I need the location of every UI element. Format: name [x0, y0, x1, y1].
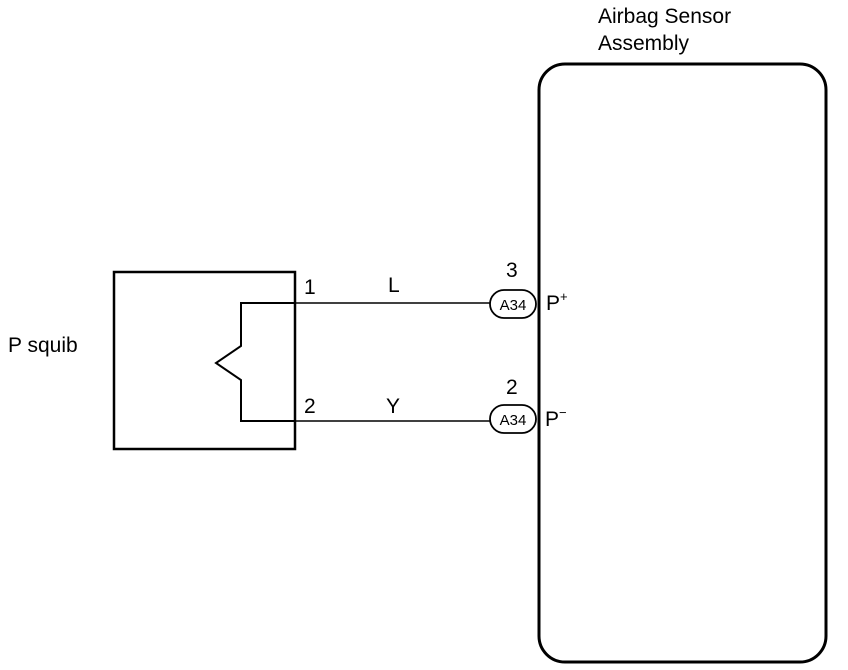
connector-a34-upper-label: A34 [500, 297, 527, 314]
squib-pin-2-label: 2 [304, 395, 316, 418]
sensor-pin-3-label: 3 [506, 259, 518, 282]
terminal-p-plus-label: P+ [546, 289, 568, 315]
wire-2-color-label: Y [386, 395, 400, 418]
sensor-assembly-label-line1: Airbag Sensor [598, 5, 731, 28]
connector-a34-lower-label: A34 [500, 412, 527, 429]
p-squib-label: P squib [8, 334, 78, 357]
sensor-assembly-label-line2: Assembly [598, 32, 690, 55]
terminal-p-minus-label: P− [545, 405, 567, 431]
squib-pin-1-label: 1 [304, 276, 316, 299]
p-squib-box [112, 270, 297, 451]
connector-a34-lower [489, 404, 537, 434]
airbag-sensor-assembly-box [537, 62, 828, 664]
connector-a34-upper [489, 289, 537, 319]
squib-element-symbol [214, 302, 295, 422]
wire-1-color-label: L [388, 274, 400, 297]
sensor-pin-2-label: 2 [506, 376, 518, 399]
